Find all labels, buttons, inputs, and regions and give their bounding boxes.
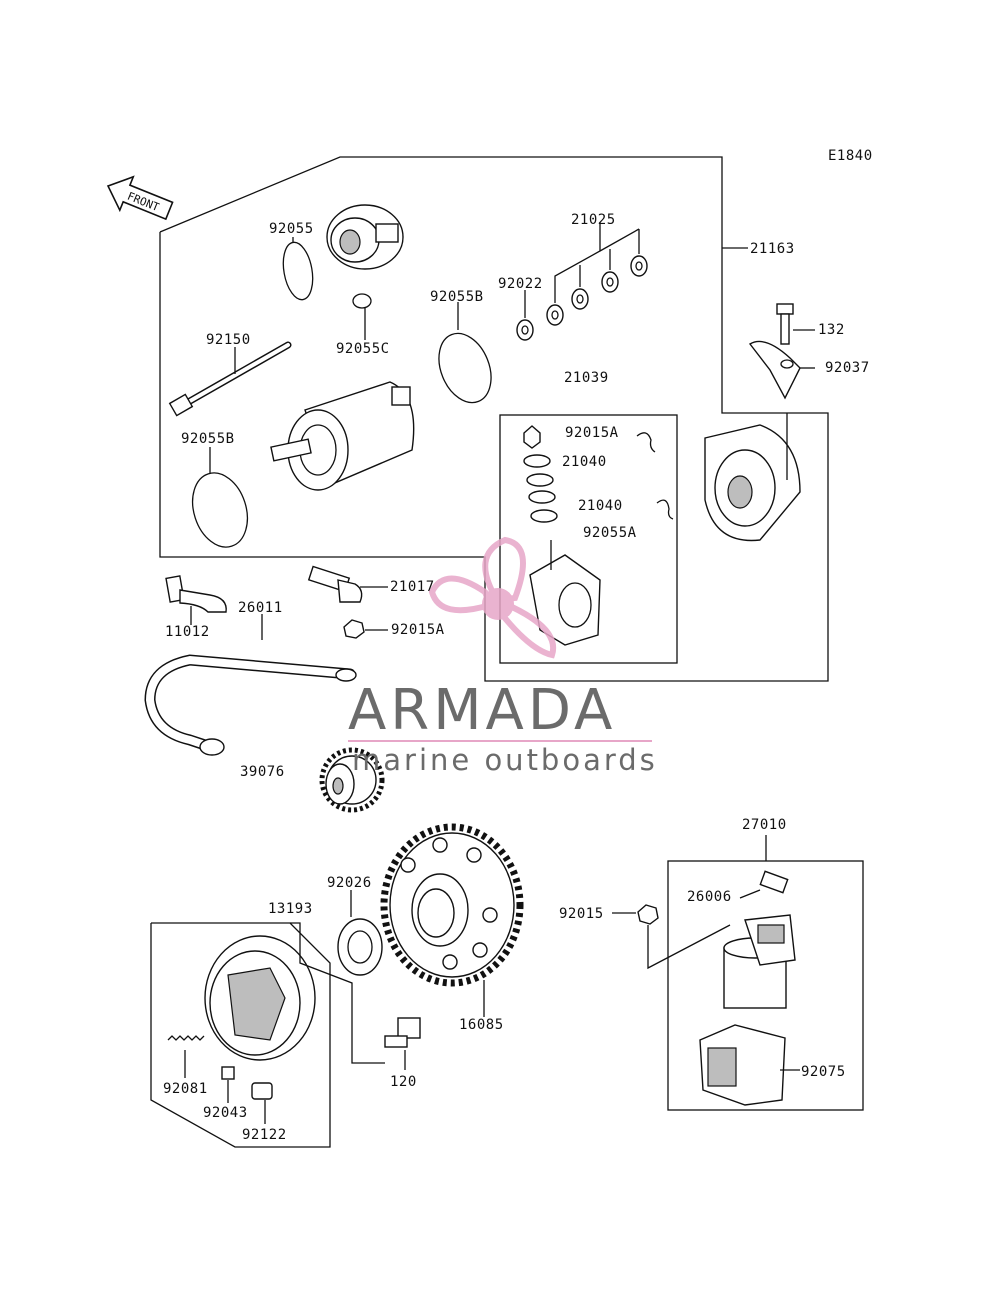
starter-motor (270, 381, 415, 491)
label-92055a: 92055A (583, 525, 637, 541)
terminal-bracket-92037 (748, 340, 801, 400)
label-92026: 92026 (327, 875, 372, 891)
watermark-title: ARMADA (348, 678, 616, 743)
label-11012: 11012 (165, 624, 210, 640)
label-120: 120 (390, 1074, 417, 1090)
label-26006: 26006 (687, 889, 732, 905)
label-13193: 13193 (268, 901, 313, 917)
label-92122: 92122 (242, 1127, 287, 1143)
spring-21040-b (656, 499, 674, 520)
fuse-26006 (759, 870, 789, 894)
starter-relay-27010 (723, 914, 796, 1009)
label-21040-a: 21040 (562, 454, 607, 470)
nut-92015a (343, 619, 365, 639)
armada-logo: ARMADA marine outboards (348, 536, 658, 777)
label-21039: 21039 (564, 370, 609, 386)
label-39076: 39076 (240, 764, 285, 780)
label-92043: 92043 (203, 1105, 248, 1121)
pin-92043 (221, 1066, 235, 1080)
brush-holder-parts (523, 425, 601, 646)
label-21163: 21163 (750, 241, 795, 257)
front-cover (326, 204, 404, 270)
figure-code: E1840 (828, 148, 873, 164)
spring-92081 (167, 1035, 205, 1041)
label-26011: 26011 (238, 600, 283, 616)
front-arrow-icon: FRONT (106, 175, 174, 221)
rear-cover (704, 424, 801, 542)
label-21040-b: 21040 (578, 498, 623, 514)
battery-cable-26011 (144, 654, 357, 756)
propeller-logo-icon (428, 536, 557, 659)
o-ring-92055b-left (191, 472, 249, 548)
relay-cover-92075 (699, 1024, 786, 1106)
part-labels: 92055 21025 21163 92055B 92022 132 92150… (163, 212, 870, 1143)
bolt-120 (384, 1017, 421, 1048)
label-92055b-top: 92055B (430, 289, 484, 305)
label-92055: 92055 (269, 221, 314, 237)
label-132: 132 (818, 322, 845, 338)
brush-holder-box (499, 414, 678, 664)
idle-gear-39076 (319, 747, 385, 813)
spring-21040-a (636, 432, 656, 453)
label-21025: 21025 (571, 212, 616, 228)
label-92075: 92075 (801, 1064, 846, 1080)
label-92055c: 92055C (336, 341, 390, 357)
washer-stack (516, 255, 648, 341)
o-ring-92055 (282, 241, 314, 301)
label-16085: 16085 (459, 1017, 504, 1033)
watermark-subtitle: marine outboards (352, 743, 658, 777)
terminal-boot-21017 (307, 565, 363, 603)
label-92022: 92022 (498, 276, 543, 292)
nut-92015 (637, 904, 659, 925)
label-92150: 92150 (206, 332, 251, 348)
bolt-132 (776, 303, 794, 345)
label-27010: 27010 (742, 817, 787, 833)
o-ring-92055c (352, 293, 372, 309)
label-92037: 92037 (825, 360, 870, 376)
label-92015: 92015 (559, 906, 604, 922)
one-way-clutch-13193 (204, 935, 316, 1061)
o-ring-92055b-top (438, 332, 492, 404)
terminal-boot-11012 (165, 575, 227, 613)
label-92015a-box: 92015A (565, 425, 619, 441)
starter-clutch-gear-16085 (380, 823, 524, 987)
label-92055b-left: 92055B (181, 431, 235, 447)
starter-assembly-outline (159, 156, 829, 682)
cap-92122 (251, 1082, 273, 1100)
washer-92026 (337, 918, 383, 976)
label-92081: 92081 (163, 1081, 208, 1097)
label-21017: 21017 (390, 579, 435, 595)
label-92015a-nut: 92015A (391, 622, 445, 638)
through-bolt-92150 (168, 341, 292, 417)
